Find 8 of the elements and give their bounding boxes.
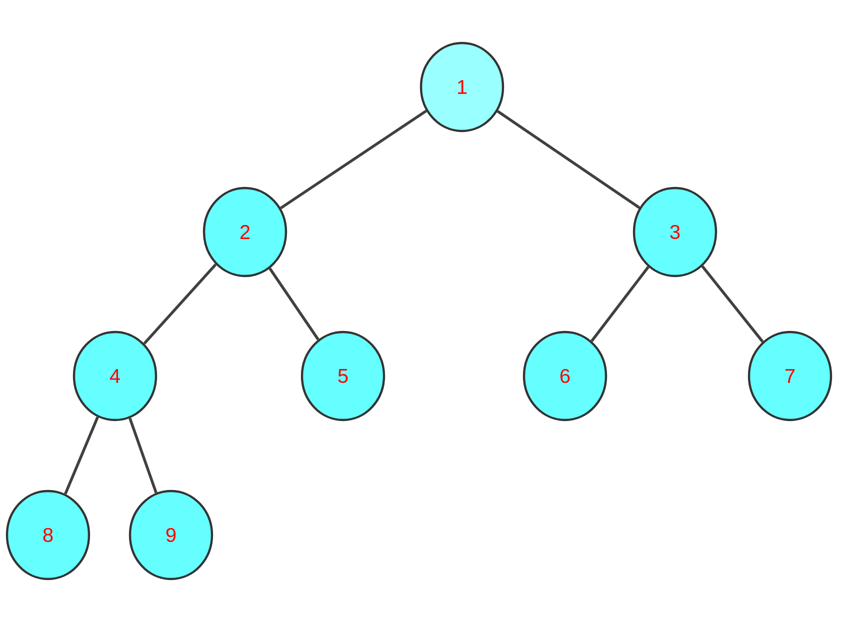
tree-edge: [280, 110, 428, 210]
tree-edge: [701, 265, 764, 343]
tree-edge: [128, 418, 158, 494]
tree-edge: [143, 263, 217, 345]
tree-edge: [268, 268, 320, 340]
tree-edge: [496, 110, 640, 209]
tree-edge: [64, 416, 99, 494]
tree-edge: [590, 266, 650, 342]
